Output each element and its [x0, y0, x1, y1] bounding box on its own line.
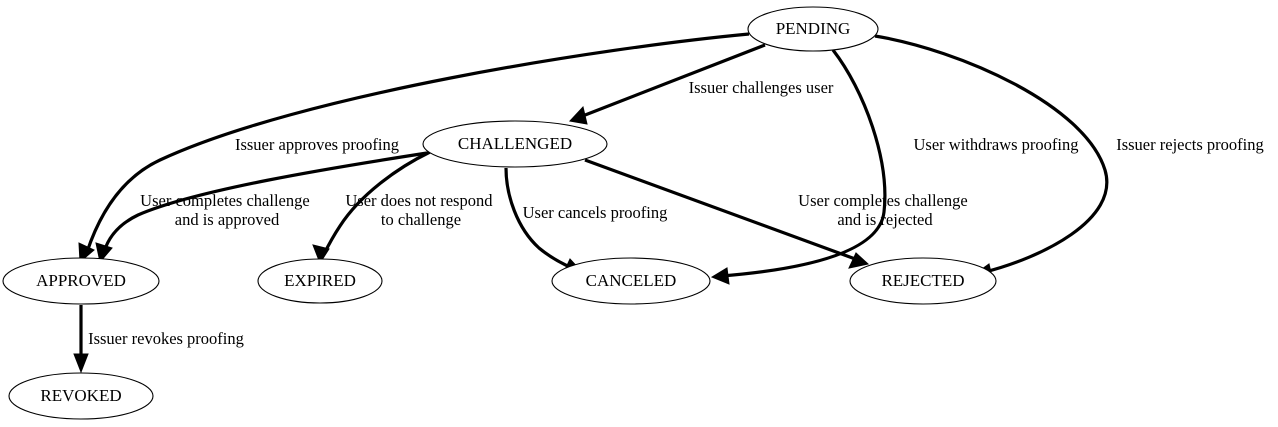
- edge-labels-layer: Issuer approves proofing Issuer challeng…: [88, 78, 1264, 348]
- edge-label-line: to challenge: [381, 210, 461, 229]
- edge-label-challenged-rejected: User completes challenge and is rejected: [798, 191, 972, 229]
- node-approved-shape: [2, 257, 160, 305]
- node-expired-shape: [257, 258, 383, 304]
- edge-pending-approved-path: [85, 32, 750, 253]
- edge-challenged-arrowhead-approved: [95, 242, 113, 264]
- edge-pending-canceled[interactable]: [710, 49, 887, 285]
- edge-label-line: and is approved: [175, 210, 280, 229]
- node-pending-shape: [747, 6, 879, 52]
- edge-challenged-approved[interactable]: [95, 151, 428, 264]
- edge-pending-challenged[interactable]: [569, 43, 766, 125]
- edge-label-pending-approved: Issuer approves proofing: [235, 135, 399, 154]
- node-approved[interactable]: APPROVED: [2, 257, 160, 305]
- node-pending[interactable]: PENDING: [747, 6, 879, 52]
- edge-pending-rejected[interactable]: [874, 34, 1109, 282]
- edge-challenged-canceled-path: [504, 167, 573, 270]
- node-rejected-label: REJECTED: [881, 271, 964, 290]
- edge-label-pending-canceled: User withdraws proofing: [914, 135, 1079, 154]
- node-challenged[interactable]: CHALLENGED: [422, 120, 608, 168]
- edge-pending-approved[interactable]: [78, 32, 750, 264]
- edge-challenged-rejected-path: [584, 158, 859, 262]
- edge-label-line: User does not respond: [345, 191, 493, 210]
- edge-challenged-rejected-arrowhead: [848, 252, 870, 269]
- edge-pending-canceled-arrowhead: [710, 267, 730, 285]
- edge-pending-challenged-path: [579, 43, 766, 119]
- edge-label-line: User completes challenge: [140, 191, 310, 210]
- edge-pending-canceled-path: [721, 49, 887, 278]
- edge-label-pending-rejected: Issuer rejects proofing: [1116, 135, 1264, 154]
- edge-label-challenged-expired: User does not respond to challenge: [345, 191, 496, 229]
- node-revoked-label: REVOKED: [40, 386, 121, 405]
- edge-pending-approved-arrowhead: [78, 242, 95, 264]
- node-pending-label: PENDING: [776, 19, 851, 38]
- node-rejected[interactable]: REJECTED: [849, 257, 997, 305]
- node-rejected-shape: [849, 257, 997, 305]
- edge-label-line: and is rejected: [837, 210, 933, 229]
- node-challenged-label: CHALLENGED: [458, 134, 572, 153]
- node-canceled[interactable]: CANCELED: [551, 257, 711, 305]
- edge-label-approved-revoked: Issuer revokes proofing: [88, 329, 244, 348]
- edge-approved-revoked-arrowhead: [73, 353, 89, 374]
- node-expired-label: EXPIRED: [284, 271, 356, 290]
- edge-label-pending-challenged: Issuer challenges user: [689, 78, 834, 97]
- edge-label-challenged-approved: User completes challenge and is approved: [140, 191, 314, 229]
- node-canceled-label: CANCELED: [586, 271, 677, 290]
- edge-challenged-approved-path: [102, 151, 428, 253]
- node-challenged-shape: [422, 120, 608, 168]
- node-expired[interactable]: EXPIRED: [257, 258, 383, 304]
- node-approved-label: APPROVED: [36, 271, 126, 290]
- edge-pending-rejected-path: [874, 34, 1109, 274]
- node-revoked[interactable]: REVOKED: [8, 372, 154, 420]
- edge-pending-challenged-arrowhead: [569, 105, 588, 125]
- edge-challenged-expired-arrowhead: [312, 244, 330, 265]
- node-revoked-shape: [8, 372, 154, 420]
- nodes-layer: PENDING CHALLENGED APPROVED EXPIRED CANC…: [2, 6, 997, 420]
- edge-challenged-expired[interactable]: [312, 150, 431, 265]
- node-canceled-shape: [551, 257, 711, 305]
- edge-challenged-rejected[interactable]: [584, 158, 870, 269]
- edge-approved-revoked[interactable]: [73, 305, 89, 374]
- edge-label-challenged-canceled: User cancels proofing: [523, 203, 668, 222]
- edge-challenged-expired-path: [322, 150, 431, 255]
- edge-label-line: User completes challenge: [798, 191, 968, 210]
